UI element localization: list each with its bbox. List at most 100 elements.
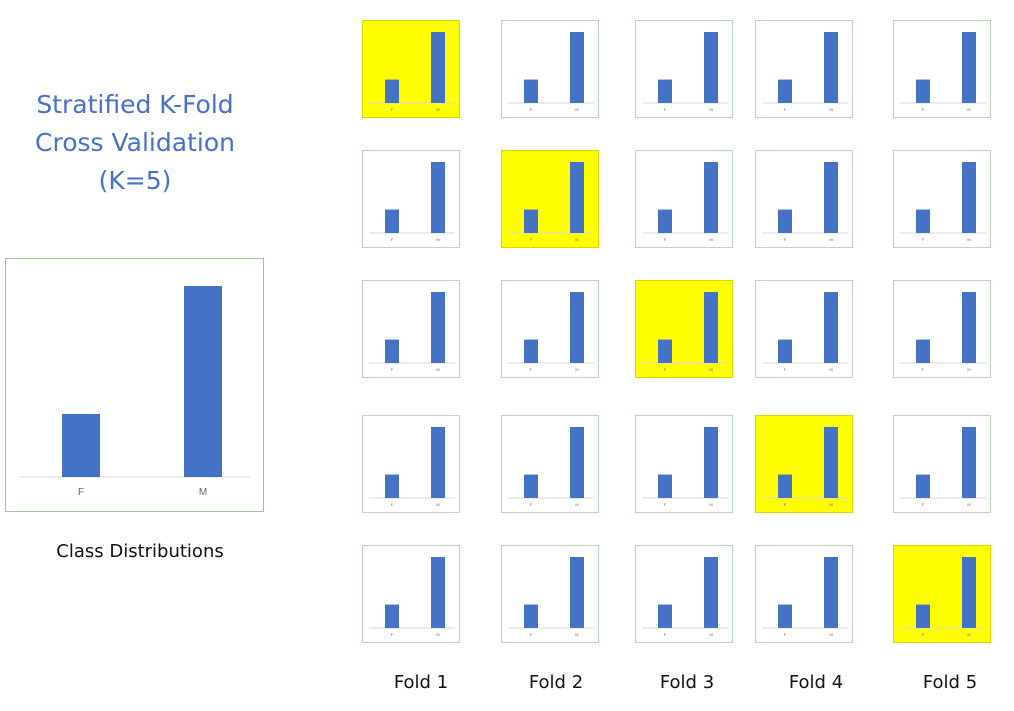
fold-r5-c2-bar-M (570, 557, 584, 628)
fold-r2-c4-bar-F (778, 209, 792, 233)
fold-r1-c1-bar-F (385, 79, 399, 103)
fold-r2-c5-bar-M (962, 162, 976, 233)
fold-r1-c3-bar-M (704, 32, 718, 103)
fold-r1-c5-bar-F (916, 79, 930, 103)
fold-r3-c1-bar-M (431, 292, 445, 363)
fold-r2-c5-tick-M: M (967, 237, 970, 242)
fold-r3-c5-tick-M: M (967, 367, 970, 372)
fold-r4-c3-bar-F (658, 474, 672, 498)
fold-r2-c3-tick-F: F (664, 237, 667, 242)
fold-r1-c3-bar-F (658, 79, 672, 103)
fold-r1-c4-bar-M (824, 32, 838, 103)
fold-r5-c4-tick-M: M (829, 632, 832, 637)
fold-label-1: Fold 1 (393, 672, 449, 693)
fold-r4-c1-tick-M: M (436, 502, 439, 507)
fold-r3-c4-tick-F: F (784, 367, 787, 372)
fold-r4-c4-tick-F: F (784, 502, 787, 507)
fold-r4-c1-bar-M (431, 427, 445, 498)
fold-r1-c2-tick-F: F (530, 107, 533, 112)
fold-r4-c1-bar-F (385, 474, 399, 498)
title-line-2: Cross Validation (35, 128, 235, 157)
fold-r3-c3-bar-M (704, 292, 718, 363)
title-line-3: (K=5) (98, 166, 172, 195)
fold-r4-c2-bar-M (570, 427, 584, 498)
fold-r2-c1-bar-F (385, 209, 399, 233)
fold-r5-c1-bar-M (431, 557, 445, 628)
fold-r1-c5-tick-F: F (922, 107, 925, 112)
fold-r1-c3-tick-M: M (709, 107, 712, 112)
fold-r1-c3-tick-F: F (664, 107, 667, 112)
fold-r3-c1-bar-F (385, 339, 399, 363)
fold-r2-c2-tick-M: M (575, 237, 578, 242)
fold-r4-c4-bar-F (778, 474, 792, 498)
fold-r5-c1-tick-F: F (391, 632, 394, 637)
fold-r3-c3-tick-F: F (664, 367, 667, 372)
fold-r2-c2-bar-F (524, 209, 538, 233)
fold-r3-c3-tick-M: M (709, 367, 712, 372)
fold-r2-c5-bar-F (916, 209, 930, 233)
fold-r1-c4-tick-M: M (829, 107, 832, 112)
diagram-title: Stratified K-Fold Cross Validation (K=5) (10, 86, 260, 200)
fold-r2-c3-bar-M (704, 162, 718, 233)
fold-r3-c4-bar-M (824, 292, 838, 363)
fold-r3-c2-bar-M (570, 292, 584, 363)
title-line-1: Stratified K-Fold (36, 90, 234, 119)
fold-r5-c4-bar-F (778, 604, 792, 628)
fold-r3-c1-tick-M: M (436, 367, 439, 372)
fold-r2-c4-bar-M (824, 162, 838, 233)
fold-label-2: Fold 2 (528, 672, 584, 693)
fold-r1-c2-bar-F (524, 79, 538, 103)
fold-r3-c5-bar-F (916, 339, 930, 363)
fold-r3-c5-tick-F: F (922, 367, 925, 372)
fold-r5-c1-bar-F (385, 604, 399, 628)
fold-r4-c3-tick-M: M (709, 502, 712, 507)
fold-r4-c5-bar-F (916, 474, 930, 498)
fold-r2-c1-bar-M (431, 162, 445, 233)
fold-r1-c1-tick-M: M (436, 107, 439, 112)
fold-r4-c5-tick-M: M (967, 502, 970, 507)
fold-r1-c4-tick-F: F (784, 107, 787, 112)
fold-r2-c1-tick-M: M (436, 237, 439, 242)
fold-r2-c2-tick-F: F (530, 237, 533, 242)
main-tick-M: M (199, 487, 207, 498)
fold-r5-c1-tick-M: M (436, 632, 439, 637)
fold-r2-c4-tick-F: F (784, 237, 787, 242)
fold-r4-c2-tick-M: M (575, 502, 578, 507)
fold-r3-c2-bar-F (524, 339, 538, 363)
main-bar-M (184, 286, 222, 477)
fold-r5-c2-bar-F (524, 604, 538, 628)
fold-r1-c1-tick-F: F (391, 107, 394, 112)
fold-r1-c4-bar-F (778, 79, 792, 103)
